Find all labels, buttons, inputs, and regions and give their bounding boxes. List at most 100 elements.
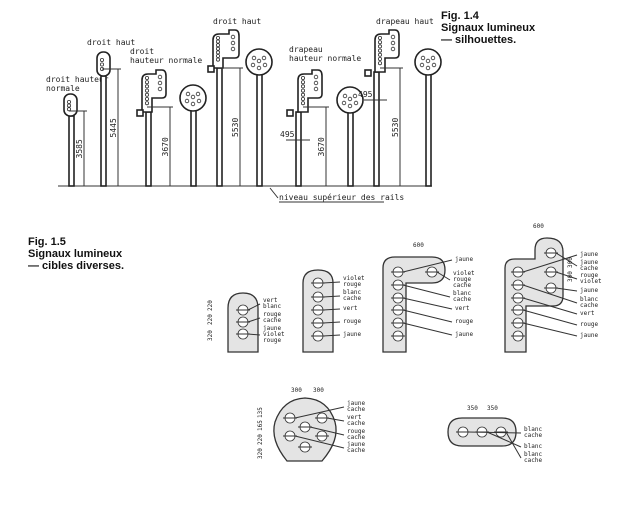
lamp-icon bbox=[262, 62, 268, 68]
lamp-icon bbox=[431, 62, 437, 68]
label-leader bbox=[522, 322, 578, 337]
lamp-icon bbox=[313, 74, 319, 80]
height-dimension: 3585 bbox=[75, 139, 84, 158]
rail-level-leader bbox=[269, 187, 279, 199]
lamp-icon bbox=[67, 100, 72, 105]
lamp-icon bbox=[377, 52, 382, 57]
lamp-icon bbox=[144, 84, 149, 89]
lamp-colour-label: cache bbox=[580, 302, 598, 309]
lamp-icon bbox=[250, 62, 256, 68]
label-leader bbox=[247, 333, 261, 336]
lamp-colour-label: vert bbox=[580, 310, 595, 317]
dimension-value: 600 bbox=[533, 223, 544, 230]
lamp-icon bbox=[313, 80, 319, 86]
signal-type-label: drapeau bbox=[289, 45, 323, 54]
dimension-value: 300 bbox=[313, 387, 324, 394]
dimension-value: 320 bbox=[207, 330, 214, 341]
lamp-icon bbox=[144, 97, 149, 102]
fig-1-4-silhouettes: niveau supérieur des rails droit hauteur… bbox=[46, 17, 442, 203]
lamp-icon bbox=[300, 97, 305, 102]
label-leader bbox=[322, 308, 341, 311]
target-mast bbox=[425, 73, 432, 187]
lamp-icon bbox=[144, 80, 149, 85]
lamp-icon bbox=[190, 94, 196, 100]
lamp-icon bbox=[300, 76, 305, 81]
plate-icon bbox=[207, 65, 215, 73]
lamp-icon bbox=[215, 57, 220, 62]
lamp-colour-label: rouge bbox=[343, 281, 361, 288]
signal-type-label: droit haut bbox=[213, 17, 261, 26]
lamp-colour-label: cache bbox=[524, 457, 542, 464]
lamp-colour-label: rouge bbox=[580, 321, 598, 328]
lamp-colour-label: blanc bbox=[263, 303, 281, 310]
signal-mast bbox=[68, 115, 75, 187]
lamp-colour-label: blanc bbox=[524, 451, 542, 458]
signal-mast bbox=[373, 71, 380, 187]
lamp-icon bbox=[377, 36, 382, 41]
lamp-icon bbox=[157, 86, 163, 92]
lamp-icon bbox=[215, 50, 220, 55]
rail-level-label: niveau supérieur des rails bbox=[279, 192, 404, 202]
lamp-icon bbox=[352, 93, 358, 99]
plate-icon bbox=[364, 69, 372, 77]
lamp-colour-label: cache bbox=[453, 296, 471, 303]
lamp-colour-label: cache bbox=[524, 432, 542, 439]
plate-icon bbox=[286, 109, 294, 117]
lamp-colour-label: rouge bbox=[453, 276, 471, 283]
lamp-colour-label: blanc bbox=[524, 426, 542, 433]
lamp-colour-label: vert bbox=[455, 305, 470, 312]
lamp-icon bbox=[195, 91, 201, 97]
lamp-icon bbox=[420, 55, 426, 61]
label-leader bbox=[402, 322, 453, 336]
dimension-value: 135 bbox=[257, 407, 264, 418]
lamp-icon bbox=[215, 54, 220, 59]
lamp-icon bbox=[157, 80, 163, 86]
fig-1-5-number: Fig. 1.5 bbox=[28, 236, 66, 248]
lamp-icon bbox=[144, 101, 149, 106]
lamp-icon bbox=[144, 92, 149, 97]
signal-target: jaunevioletrougecacheblanccachevertrouge… bbox=[382, 242, 475, 353]
lamp-colour-label: cache bbox=[347, 434, 365, 441]
lamp-icon bbox=[377, 57, 382, 62]
lamp-icon bbox=[425, 65, 431, 71]
height-dimension: 3670 bbox=[317, 137, 326, 156]
lamp-colour-label: rouge bbox=[343, 318, 361, 325]
label-leader bbox=[294, 435, 345, 449]
label-leader bbox=[402, 297, 453, 310]
label-leader bbox=[555, 252, 578, 267]
signal-target: jaunecachevertcacherougecachejaunecache3… bbox=[257, 387, 365, 462]
signal-type-label: droit haut bbox=[87, 38, 135, 47]
lamp-colour-label: vert bbox=[347, 414, 362, 421]
lamp-icon bbox=[215, 39, 220, 44]
label-leader bbox=[522, 284, 578, 304]
lamp-icon bbox=[390, 46, 396, 52]
fig-1-4-subtitle: — silhouettes. bbox=[441, 34, 517, 46]
signal-mast bbox=[100, 75, 107, 187]
lamp-colour-label: violet bbox=[343, 275, 365, 282]
signal-mast bbox=[295, 111, 302, 187]
lamp-colour-label: cache bbox=[453, 282, 471, 289]
lamp-colour-label: violet bbox=[263, 331, 285, 338]
fig-1-4-number: Fig. 1.4 bbox=[441, 10, 479, 22]
lamp-icon bbox=[144, 76, 149, 81]
lamp-icon bbox=[347, 96, 353, 102]
label-leader bbox=[322, 281, 341, 284]
lamp-colour-label: blanc bbox=[580, 296, 598, 303]
lamp-icon bbox=[67, 107, 72, 112]
offset-dimension: 495 bbox=[358, 90, 373, 99]
lamp-icon bbox=[184, 98, 190, 104]
height-dimension: 3670 bbox=[161, 137, 170, 156]
lamp-icon bbox=[300, 80, 305, 85]
lamp-icon bbox=[353, 100, 359, 106]
label-leader bbox=[402, 309, 453, 323]
label-leader bbox=[322, 334, 341, 337]
lamp-colour-label: rouge bbox=[263, 311, 281, 318]
lamp-colour-label: rouge bbox=[263, 337, 281, 344]
lamp-icon bbox=[425, 58, 431, 64]
